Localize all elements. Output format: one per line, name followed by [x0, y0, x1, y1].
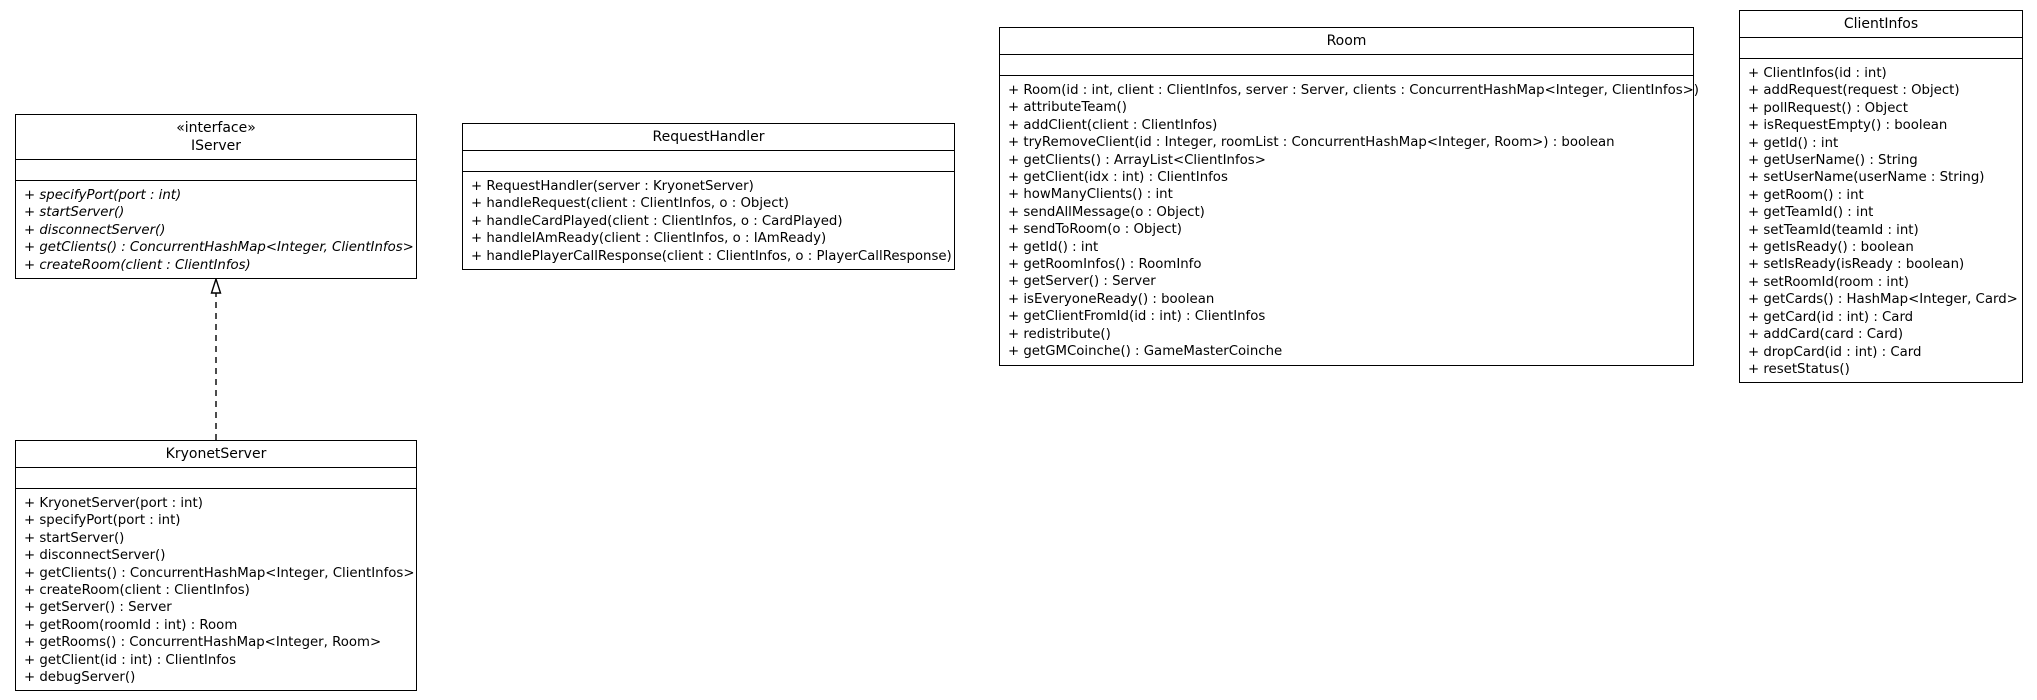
class-client-infos[interactable]: ClientInfos + ClientInfos(id : int) + ad… [1739, 10, 2023, 384]
operation: + addClient(client : ClientInfos) [1008, 117, 1218, 133]
operations-compartment: + RequestHandler(server : KryonetServer)… [463, 172, 954, 269]
operation: + getServer() : Server [1008, 274, 1156, 290]
operation: + getClientFromId(id : int) : ClientInfo… [1008, 309, 1266, 325]
operations-compartment: + specifyPort(port : int) + startServer(… [16, 181, 416, 278]
class-name: ClientInfos [1843, 16, 1919, 32]
operation: + addCard(card : Card) [1748, 327, 1904, 343]
operation: + setUserName(userName : String) [1748, 170, 1985, 186]
operation: + getRoom(roomId : int) : Room [24, 617, 238, 633]
operation: + setRoomId(room : int) [1748, 274, 1909, 290]
operation: + resetStatus() [1748, 361, 1850, 377]
operations-compartment: + Room(id : int, client : ClientInfos, s… [1000, 76, 1699, 365]
operation: + getRooms() : ConcurrentHashMap<Integer… [24, 635, 382, 651]
operation: + KryonetServer(port : int) [24, 496, 203, 511]
operation: + disconnectServer() [24, 548, 166, 564]
operation: + specifyPort(port : int) [24, 513, 181, 529]
operation: + getId() : int [1748, 135, 1839, 151]
realization-arrowhead [210, 276, 222, 294]
operation: + startServer() [24, 530, 125, 546]
operation: + getClient(idx : int) : ClientInfos [1008, 170, 1228, 186]
operation: + handleRequest(client : ClientInfos, o … [471, 196, 789, 212]
attributes-compartment [16, 468, 416, 489]
operation: + isRequestEmpty() : boolean [1748, 118, 1948, 134]
operation: + getRoomInfos() : RoomInfo [1008, 257, 1202, 273]
operation: + getIsReady() : boolean [1748, 240, 1914, 256]
operation: + attributeTeam() [1008, 100, 1127, 116]
operation: + getCards() : HashMap<Integer, Card> [1748, 292, 2018, 308]
operation: + tryRemoveClient(id : Integer, roomList… [1008, 135, 1615, 151]
operation: + debugServer() [24, 670, 136, 686]
operation: + handleIAmReady(client : ClientInfos, o… [471, 231, 827, 247]
class-header: RequestHandler [463, 124, 954, 151]
operation: + createRoom(client : ClientInfos) [24, 257, 251, 273]
operation: + redistribute() [1008, 326, 1111, 342]
operation: + createRoom(client : ClientInfos) [24, 583, 250, 599]
attributes-compartment [16, 160, 416, 181]
operations-compartment: + KryonetServer(port : int) + specifyPor… [16, 489, 416, 690]
operation: + sendAllMessage(o : Object) [1008, 204, 1205, 220]
class-header: ClientInfos [1740, 11, 2022, 38]
operation: + getServer() : Server [24, 600, 172, 616]
operation: + pollRequest() : Object [1748, 100, 1908, 116]
attributes-compartment [1000, 55, 1693, 76]
operation: + setIsReady(isReady : boolean) [1748, 257, 1965, 273]
operation: + handlePlayerCallResponse(client : Clie… [471, 248, 952, 264]
stereotype-label: «interface» [176, 120, 256, 136]
class-room[interactable]: Room + Room(id : int, client : ClientInf… [999, 27, 1699, 366]
operation: + getClients() : ConcurrentHashMap<Integ… [24, 565, 415, 581]
class-header: Room [1000, 28, 1693, 55]
operation: + getClients() : ArrayList<ClientInfos> [1008, 152, 1266, 168]
attributes-compartment [1740, 38, 2022, 59]
operation: + getGMCoinche() : GameMasterCoinche [1008, 344, 1283, 360]
operation: + getUserName() : String [1748, 153, 1918, 169]
class-name: KryonetServer [165, 446, 267, 462]
operation: + RequestHandler(server : KryonetServer) [471, 179, 754, 194]
operation: + startServer() [24, 205, 125, 221]
operation: + getId() : int [1008, 239, 1099, 255]
operation: + ClientInfos(id : int) [1748, 66, 1887, 81]
attributes-compartment [463, 151, 954, 172]
operation: + addRequest(request : Object) [1748, 83, 1960, 99]
operation: + getRoom() : int [1748, 187, 1864, 203]
operation: + disconnectServer() [24, 222, 166, 238]
operation: + getClients() : ConcurrentHashMap<Integ… [24, 240, 414, 256]
class-name: IServer [190, 138, 242, 154]
class-header: «interface» IServer [16, 115, 416, 160]
class-kryonet-server[interactable]: KryonetServer + KryonetServer(port : int… [15, 440, 417, 692]
class-request-handler[interactable]: RequestHandler + RequestHandler(server :… [462, 123, 955, 271]
class-name: Room [1326, 33, 1367, 49]
operation: + dropCard(id : int) : Card [1748, 344, 1922, 360]
operation: + handleCardPlayed(client : ClientInfos,… [471, 213, 843, 229]
operation: + getTeamId() : int [1748, 205, 1874, 221]
operation: + isEveryoneReady() : boolean [1008, 291, 1215, 307]
operation: + howManyClients() : int [1008, 187, 1173, 203]
operation: + setTeamId(teamId : int) [1748, 222, 1919, 238]
class-header: KryonetServer [16, 441, 416, 468]
class-name: RequestHandler [652, 129, 765, 145]
operation: + specifyPort(port : int) [24, 188, 182, 203]
operation: + Room(id : int, client : ClientInfos, s… [1008, 83, 1699, 98]
operation: + getClient(id : int) : ClientInfos [24, 652, 236, 668]
operations-compartment: + ClientInfos(id : int) + addRequest(req… [1740, 59, 2022, 382]
class-iserver[interactable]: «interface» IServer + specifyPort(port :… [15, 114, 417, 280]
operation: + sendToRoom(o : Object) [1008, 222, 1182, 238]
operation: + getCard(id : int) : Card [1748, 309, 1914, 325]
